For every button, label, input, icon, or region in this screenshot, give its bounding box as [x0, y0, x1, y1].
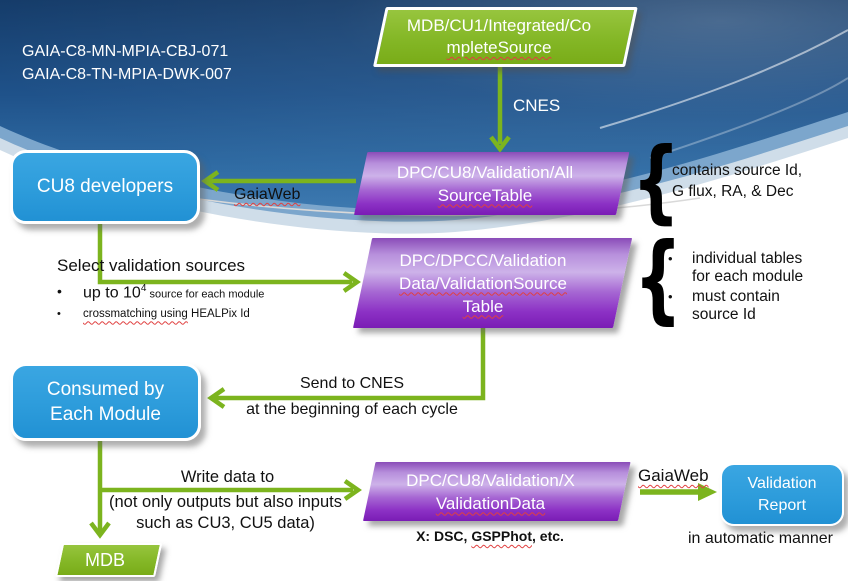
node-label: Table [462, 296, 504, 316]
bullet-text: up to 104 source for each module [83, 283, 265, 302]
bullet-icon [57, 283, 83, 299]
bullet-text: crossmatching using HEALPix Id [83, 308, 250, 321]
node-label: CU8 developers [36, 176, 174, 197]
edge-label-write-data: Write data to [180, 468, 275, 486]
node-label: Validation [747, 474, 817, 492]
node-label: SourceTable [437, 185, 533, 205]
node-mdb: MDB [55, 543, 163, 577]
document-id-line: GAIA-C8-TN-MPIA-DWK-007 [22, 66, 232, 83]
arrow-down-icon [489, 135, 511, 153]
edge-label-gaiaweb: GaiaWeb [638, 466, 709, 485]
arrow-left-icon [201, 170, 220, 192]
node-label: Each Module [50, 404, 161, 425]
node-mdb-cu1-integrated: MDB/CU1/Integrated/Co mpleteSource [373, 7, 638, 67]
edge-label-gaiaweb: GaiaWeb [234, 186, 301, 203]
bullet-icon [668, 250, 692, 268]
node-label: Report [757, 496, 807, 514]
edge-label-write-note2: such as CU3, CU5 data) [136, 514, 315, 532]
select-heading: Select validation sources [57, 256, 246, 275]
arrow-right-icon [343, 479, 362, 501]
document-id-line: GAIA-C8-MN-MPIA-CBJ-071 [22, 43, 229, 60]
node-label: Data/ValidationSource [399, 273, 567, 293]
node-validation-source-table: DPC/DPCC/Validation Data/ValidationSourc… [353, 238, 633, 328]
annotation-x-note: X: DSC, GSPPhot, etc. [416, 528, 564, 544]
node-x-validation-data: DPC/CU8/Validation/X ValidationData [363, 462, 631, 521]
annotation-line: contains source Id, [672, 162, 803, 179]
select-sources-block: Select validation sources up to 104 sour… [57, 256, 357, 320]
curly-brace-icon: { [631, 127, 681, 234]
document-id-block: GAIA-C8-MN-MPIA-CBJ-071 GAIA-C8-TN-MPIA-… [22, 40, 232, 86]
curly-brace-icon: { [633, 221, 683, 335]
node-cu8-developers: CU8 developers [10, 150, 200, 224]
arrow-down-icon [89, 521, 111, 539]
annotation-automatic: in automatic manner [688, 530, 833, 547]
edge-label-send-timing: at the beginning of each cycle [246, 401, 458, 418]
arrow-left-icon [207, 387, 226, 409]
node-label: MDB/CU1/Integrated/Co [406, 16, 592, 35]
edge-label-send-to-cnes: Send to CNES [299, 375, 405, 392]
arrow-send-line [212, 328, 486, 401]
node-validation-report: Validation Report [720, 463, 844, 526]
arrow-right-icon [698, 483, 717, 501]
node-all-source-table: DPC/CU8/Validation/All SourceTable [354, 152, 630, 215]
arrow-select-line [97, 218, 352, 285]
node-label: MDB [85, 549, 125, 570]
node-label: DPC/CU8/Validation/All [396, 162, 574, 182]
node-label: DPC/DPCC/Validation [399, 250, 567, 270]
edge-label-write-note1: (not only outputs but also inputs [109, 493, 342, 511]
node-consumed-by-module: Consumed by Each Module [10, 363, 201, 441]
node-label: DPC/CU8/Validation/X [406, 470, 575, 490]
edge-label-cnes: CNES [513, 96, 561, 115]
node-label: mpleteSource [446, 38, 552, 57]
bullet-icon [668, 288, 692, 306]
bullet-icon [57, 308, 83, 320]
arrow-right-icon [342, 271, 361, 293]
annotation-all-source: contains source Id, G flux, RA, & Dec [672, 160, 802, 202]
node-label: ValidationData [435, 493, 546, 513]
node-label: Consumed by [46, 379, 165, 400]
annotation-line: G flux, RA, & Dec [672, 183, 794, 200]
